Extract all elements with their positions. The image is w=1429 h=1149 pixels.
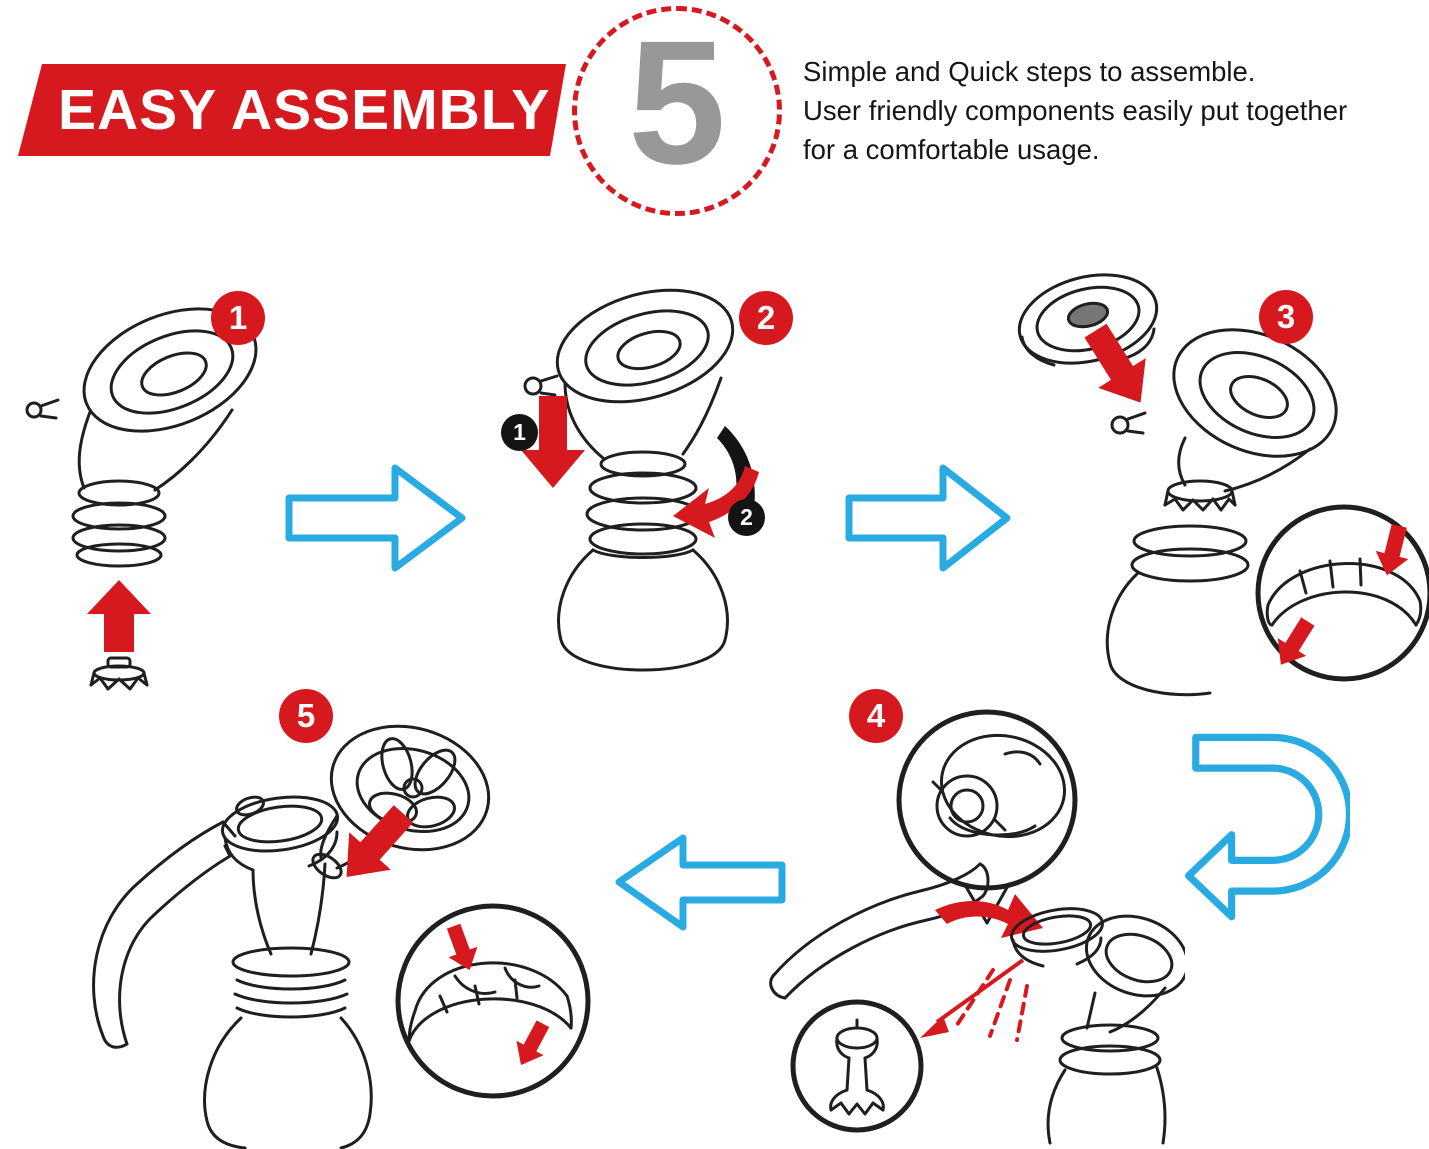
step-5-badge: 5 (279, 689, 333, 743)
blue-uturn-arrow-icon (1185, 733, 1350, 921)
blue-arrow-left-icon (615, 834, 786, 931)
step-1-illustration (20, 292, 265, 697)
cushion-detail-outline (407, 961, 573, 1043)
steps-count-circle: 5 (572, 6, 782, 216)
valve-detail-circle (790, 999, 924, 1133)
red-pointer-arrow-icon (920, 958, 1025, 1038)
zoom-detail-circle (395, 903, 591, 1099)
shield-and-bottle-outline (523, 288, 735, 672)
roller-mechanism-outline (931, 733, 1067, 925)
step-5-illustration (75, 696, 595, 1149)
step-4-illustration (765, 698, 1190, 1149)
valve-stem-outline (829, 1018, 885, 1116)
red-down-arrow-icon (521, 396, 585, 488)
diaphragm-detail-outline (1265, 557, 1423, 627)
valve-part-outline (89, 656, 149, 691)
zoom-detail-circle (896, 709, 1078, 891)
red-press-arrow-icon (516, 1020, 550, 1065)
red-press-arrow-icon (1277, 617, 1315, 665)
red-curved-arrow-icon (673, 466, 759, 538)
blue-arrow-right-icon (845, 464, 1011, 572)
step-4-badge: 4 (849, 689, 903, 743)
blue-arrow-right-icon (285, 464, 466, 572)
step-2-illustration (493, 278, 793, 698)
page-title: EASY ASSEMBLY (58, 78, 551, 142)
red-press-arrow-icon (1375, 524, 1409, 576)
pump-body-outline (1010, 907, 1190, 1145)
red-spray-dashes-icon (953, 968, 1029, 1042)
red-press-arrow-icon (446, 923, 478, 971)
steps-count-number: 5 (628, 5, 726, 201)
red-down-left-arrow-icon (346, 805, 414, 878)
red-down-right-arrow-icon (1084, 323, 1146, 403)
pump-handle-outline (92, 820, 237, 1049)
step-2-substep-2-badge: 2 (728, 499, 765, 536)
step-3-badge: 3 (1259, 290, 1313, 344)
step-2-substep-1-badge: 1 (501, 414, 538, 451)
breast-shield-outline (25, 307, 258, 568)
massage-cushion-outline (311, 724, 491, 880)
pump-body-outline (203, 795, 373, 1149)
step-3-illustration (1000, 253, 1429, 703)
step-2-badge: 2 (739, 291, 793, 345)
shield-bottle-outline (1105, 328, 1338, 697)
title-banner: EASY ASSEMBLY (18, 64, 566, 156)
cap-outline (1017, 273, 1159, 367)
step-1-badge: 1 (211, 291, 265, 345)
red-attach-arrow-icon (935, 894, 1043, 938)
intro-description: Simple and Quick steps to assemble. User… (803, 56, 1348, 166)
red-up-arrow-icon (87, 580, 151, 652)
